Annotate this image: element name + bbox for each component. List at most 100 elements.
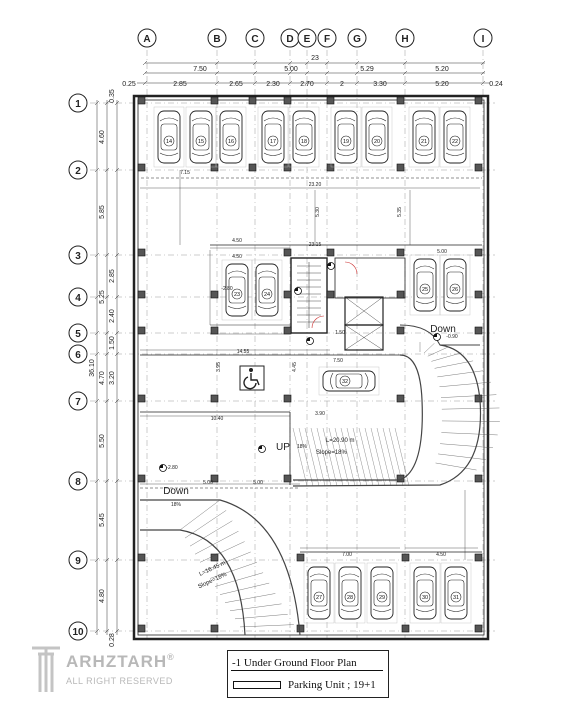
ramp-up-outer [292, 344, 482, 487]
space-number: 23 [234, 292, 240, 298]
ramp-down-hatch-12 [239, 624, 294, 628]
dim-tick-total-3 [287, 60, 293, 66]
car-roof [192, 123, 210, 151]
dim-tick-r2-5 [324, 80, 330, 86]
ramp-down-hatch-8 [219, 582, 270, 595]
dim-interior-9: 3.90 [315, 411, 325, 417]
car-roof [264, 123, 282, 151]
car-windshield [340, 573, 360, 578]
car-rear-window [340, 608, 360, 612]
dim-tick-lo-2 [94, 252, 100, 258]
ramp-up-strip-9 [346, 427, 362, 487]
dim-interior-2: 23.15 [309, 242, 322, 248]
drawing-title-block: -1 Under Ground Floor Plan Parking Unit … [227, 650, 389, 698]
dim-tick-li-7 [104, 478, 110, 484]
parking-space-bottom-29: 29 [366, 562, 398, 624]
dim-tick-r2-7 [402, 80, 408, 86]
car-roof [415, 123, 433, 151]
car-roof [341, 579, 359, 607]
dim-tick-li-3 [104, 294, 110, 300]
ramp-up-slope: Slope=18% [316, 450, 348, 456]
dim-tick-lo-0 [94, 100, 100, 106]
column-31 [210, 394, 219, 403]
grid-bubble-G [347, 28, 367, 48]
ramp-up-hatch-3 [431, 352, 462, 362]
column-5 [396, 96, 405, 105]
dim-interior-12: 7.00 [342, 552, 352, 558]
car-rear-window [414, 152, 434, 156]
dim-interior-6: 14.55 [237, 349, 250, 355]
dim-interior-3: 4.50 [232, 238, 242, 244]
dim-tick-lo-5 [94, 351, 100, 357]
dim-interior-14: 5.30 [315, 207, 321, 217]
parking-legend-swatch [233, 681, 281, 689]
grid-label-I: I [482, 34, 485, 45]
ramp-up-strip-16 [388, 427, 404, 487]
dim-tick-r2-3 [287, 80, 293, 86]
grid-label-4: 4 [75, 293, 81, 304]
ramp-down-hatch-2 [189, 520, 233, 547]
lift-2-cross [344, 324, 384, 351]
column-11 [326, 163, 335, 172]
dim-left-inner-4: 5.50 [99, 434, 106, 448]
dim-top-1-3: 5.20 [435, 66, 449, 73]
ramp-up-hatch-6 [439, 381, 491, 387]
grid-label-C: C [251, 34, 258, 45]
dim-total-width: 23 [311, 55, 319, 62]
dim-left-fine-5: 0.28 [109, 633, 116, 647]
car-windshield [445, 265, 465, 270]
dim-tick-total-1 [214, 60, 220, 66]
dim-tick-li-6 [104, 398, 110, 404]
dim-interior-15: 5.35 [397, 207, 403, 217]
car-windshield [191, 117, 211, 122]
car-roof [368, 123, 386, 151]
dim-tick-lf-4 [114, 330, 120, 336]
column-12 [396, 163, 405, 172]
ramp-down-pct: 18% [171, 502, 182, 508]
dim-tick-lo-3 [94, 294, 100, 300]
dim-top-1-0: 7.50 [193, 66, 207, 73]
lobby-door-swing [344, 261, 358, 275]
dim-top-2-7: 5.20 [435, 81, 449, 88]
space-number: 22 [452, 139, 458, 145]
column-9 [248, 163, 257, 172]
ramp-up-label: UP [276, 442, 290, 453]
parking-bay-outline [334, 562, 366, 624]
dim-left-outer: 36.10 [89, 359, 96, 377]
dim-interior-13: 4.50 [436, 552, 446, 558]
column-30 [137, 394, 146, 403]
car-windshield [364, 372, 369, 390]
outer-wall [132, 94, 490, 641]
dim-top-2-8: 0.24 [489, 81, 503, 88]
ramp-up-strip-17 [394, 427, 410, 487]
car-windshield [372, 573, 392, 578]
car-rear-window [446, 608, 466, 612]
grid-bubble-5 [68, 323, 88, 343]
dim-tick-r1-8 [480, 70, 486, 76]
space-number-circle [313, 591, 325, 603]
grid-label-6: 6 [75, 350, 81, 361]
column-43 [401, 553, 410, 562]
parking-bay-outline [215, 106, 247, 168]
car-roof [258, 276, 276, 304]
column-35 [137, 474, 146, 483]
dim-top-2-1: 2.85 [173, 81, 187, 88]
dim-left-inner-2: 5.25 [99, 290, 106, 304]
dim-interior-17: 4.45 [292, 362, 298, 372]
dim-tick-r2-4 [304, 80, 310, 86]
dim-tick-total-2 [252, 60, 258, 66]
grid-bubble-H [395, 28, 415, 48]
space-number: 27 [316, 595, 322, 601]
car-windshield [415, 265, 435, 270]
column-44 [474, 553, 483, 562]
dim-tick-lf-1 [114, 167, 120, 173]
column-16 [326, 248, 335, 257]
dim-tick-li-0 [104, 100, 110, 106]
space-number-circle [163, 135, 175, 147]
dim-left-inner-0: 4.60 [99, 130, 106, 144]
parking-space-mid-right-26: 26 [439, 254, 471, 316]
grid-label-D: D [286, 34, 293, 45]
dim-left-fine-1: 2.85 [109, 269, 116, 283]
car-roof [295, 123, 313, 151]
level-symbol-fill-2 [294, 287, 298, 291]
